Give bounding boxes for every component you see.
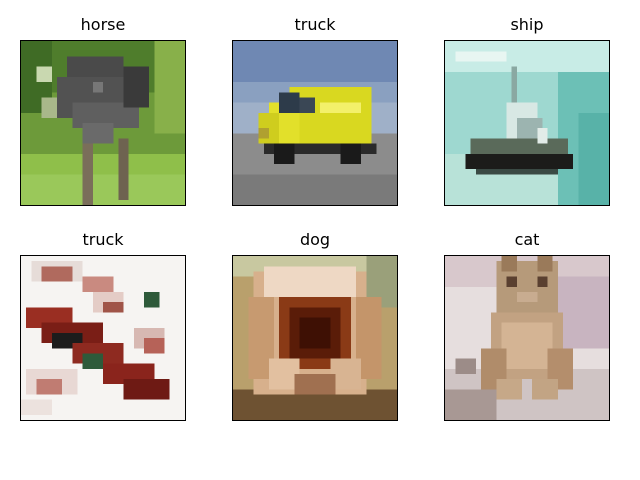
image-label: cat [514, 230, 540, 249]
image-thumbnail-cat [444, 255, 610, 421]
image-label: ship [510, 15, 544, 34]
image-label: horse [80, 15, 126, 34]
image-label: truck [294, 15, 336, 34]
image-thumbnail-ship [444, 40, 610, 206]
image-label: truck [82, 230, 124, 249]
image-thumbnail-dog [232, 255, 398, 421]
image-thumbnail-truck [232, 40, 398, 206]
image-thumbnail-horse [20, 40, 186, 206]
image-thumbnail-truck [20, 255, 186, 421]
image-label: dog [299, 230, 331, 249]
